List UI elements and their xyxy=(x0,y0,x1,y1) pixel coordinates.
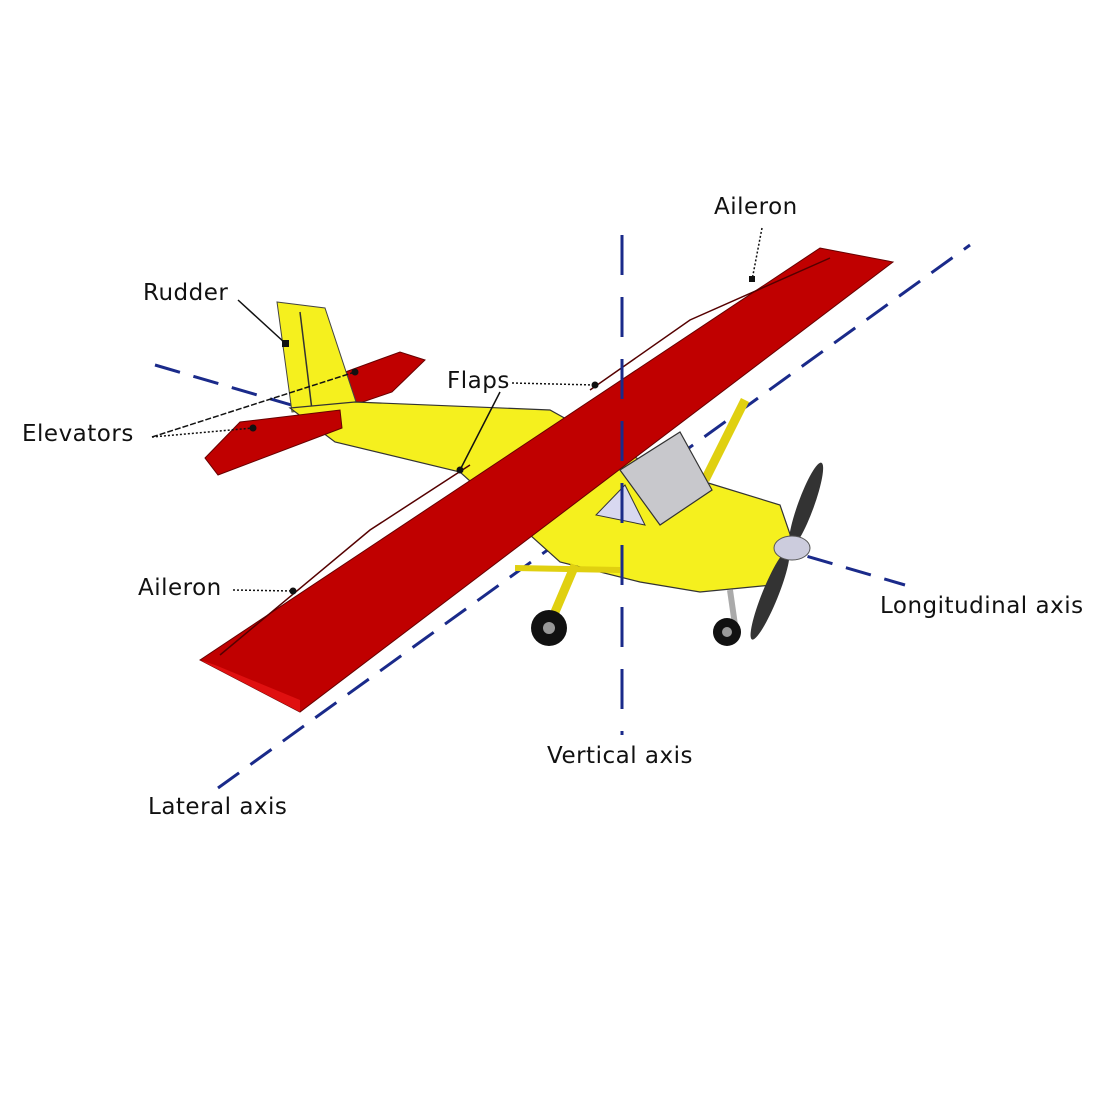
marker xyxy=(351,368,359,376)
marker xyxy=(749,276,755,282)
elevators-leader-2 xyxy=(151,427,254,438)
propeller-blade-bottom xyxy=(750,550,790,640)
rudder-hinge xyxy=(299,311,313,411)
strut xyxy=(514,565,621,573)
elevator-left xyxy=(204,409,343,476)
nose-gear xyxy=(727,589,738,626)
aileron-right-leader xyxy=(751,227,763,281)
aileron-line-left xyxy=(219,464,471,656)
wing-strut xyxy=(700,397,750,483)
label-lateral-axis: Lateral axis xyxy=(148,794,288,820)
wing-tip xyxy=(200,660,300,712)
wing xyxy=(199,247,895,713)
marker xyxy=(591,381,599,389)
aileron-left-leader xyxy=(232,589,294,592)
label-aileron-right: Aileron xyxy=(714,194,798,220)
canopy xyxy=(619,431,713,526)
marker xyxy=(456,466,464,474)
rudder-leader xyxy=(237,299,286,344)
label-flaps: Flaps xyxy=(447,368,510,394)
wheel-hub xyxy=(543,622,555,634)
marker xyxy=(249,424,257,432)
marker xyxy=(289,587,297,595)
label-rudder: Rudder xyxy=(143,280,229,306)
marker xyxy=(282,340,289,347)
wheel-hub xyxy=(722,627,732,637)
vertical-tail xyxy=(276,301,358,413)
elevators-leader-1 xyxy=(151,371,356,438)
spinner xyxy=(773,535,811,561)
label-aileron-left: Aileron xyxy=(138,575,222,601)
label-vertical-axis: Vertical axis xyxy=(547,743,693,769)
flaps-leader xyxy=(511,382,596,386)
label-longitudinal-axis: Longitudinal axis xyxy=(880,593,1084,619)
flaps-leader-2 xyxy=(459,391,501,471)
gear-strut xyxy=(550,563,580,614)
propeller-blade-top xyxy=(788,462,824,548)
label-elevators: Elevators xyxy=(22,421,134,447)
